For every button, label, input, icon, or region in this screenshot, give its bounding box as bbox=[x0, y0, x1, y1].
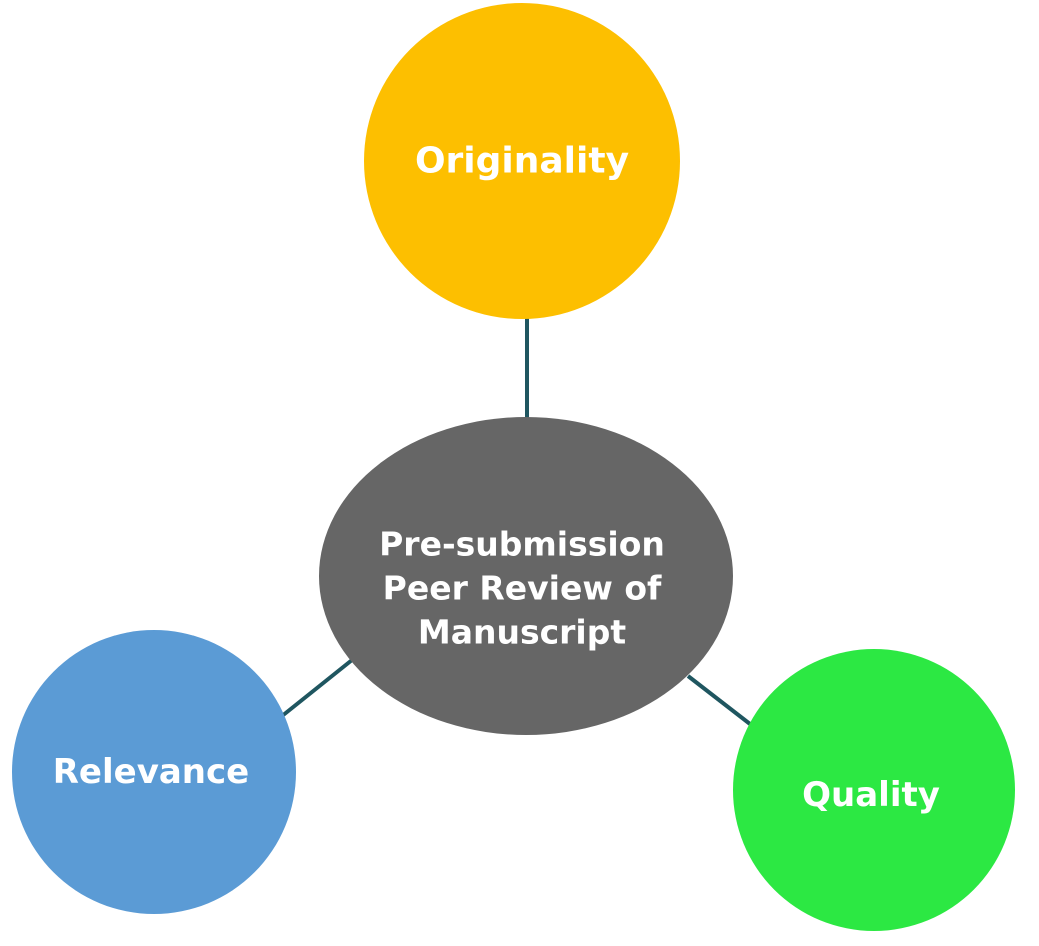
relevance-circle bbox=[12, 630, 296, 914]
relevance-node: Relevance bbox=[12, 630, 296, 914]
quality-circle bbox=[733, 649, 1015, 931]
relevance-label: Relevance bbox=[53, 752, 249, 792]
originality-node: Originality bbox=[364, 3, 680, 319]
center-node: Pre-submission Peer Review of Manuscript bbox=[319, 417, 733, 735]
quality-node: Quality bbox=[733, 649, 1015, 931]
originality-circle bbox=[364, 3, 680, 319]
connector-relevance bbox=[280, 658, 354, 718]
center-label-line-3: Manuscript bbox=[418, 613, 627, 652]
originality-label: Originality bbox=[415, 141, 629, 182]
connector-quality bbox=[686, 674, 752, 726]
center-label-line-2: Peer Review of bbox=[383, 569, 662, 608]
center-ellipse bbox=[319, 417, 733, 735]
center-label-line-1: Pre-submission bbox=[379, 525, 665, 564]
quality-label: Quality bbox=[802, 775, 940, 815]
